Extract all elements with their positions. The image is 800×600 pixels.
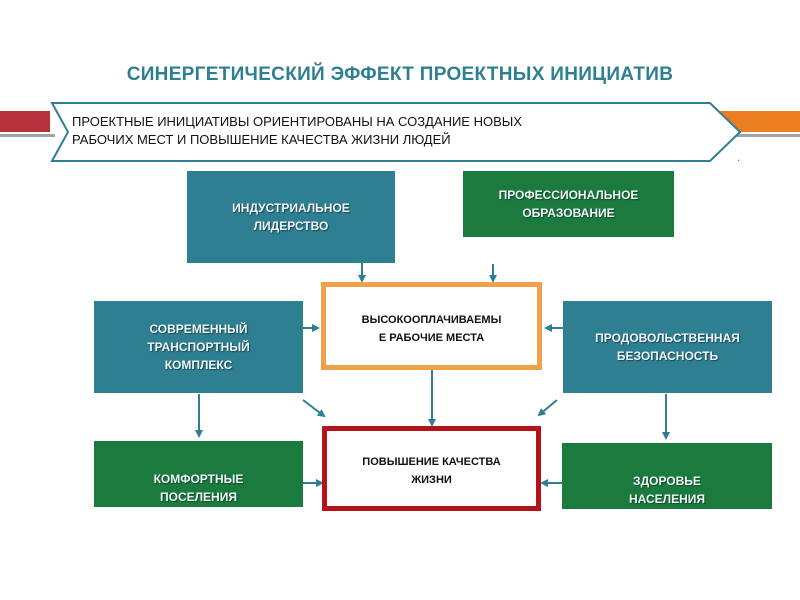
box-transport-line-1: СОВРЕМЕННЫЙ: [149, 322, 248, 336]
left-accent-line: [0, 134, 55, 137]
banner-line-2: РАБОЧИХ МЕСТ И ПОВЫШЕНИЕ КАЧЕСТВА ЖИЗНИ …: [72, 132, 451, 147]
box-jobs-line-2: Е РАБОЧИЕ МЕСТА: [378, 332, 485, 344]
box-industrial-leadership: ИНДУСТРИАЛЬНОЕ ЛИДЕРСТВО: [187, 171, 395, 263]
box-quality-of-life: ПОВЫШЕНИЕ КАЧЕСТВА ЖИЗНИ: [322, 426, 541, 511]
box-transport-line-2: ТРАНСПОРТНЫЙ: [147, 340, 250, 354]
box-food-line-2: БЕЗОПАСНОСТЬ: [616, 349, 719, 363]
box-industrial-line-2: ЛИДЕРСТВО: [253, 219, 329, 233]
box-quality-line-2: ЖИЗНИ: [411, 474, 452, 486]
banner-text: ПРОЕКТНЫЕ ИНИЦИАТИВЫ ОРИЕНТИРОВАНЫ НА СО…: [72, 113, 682, 149]
arrow-diag-left: [302, 399, 326, 418]
box-settlements-line-1: КОМФОРТНЫЕ: [153, 472, 244, 486]
box-modern-transport: СОВРЕМЕННЫЙ ТРАНСПОРТНЫЙ КОМПЛЕКС: [94, 301, 303, 393]
box-education-line-1: ПРОФЕССИОНАЛЬНОЕ: [498, 188, 639, 202]
box-industrial-line-1: ИНДУСТРИАЛЬНОЕ: [232, 201, 350, 215]
box-transport-line-3: КОМПЛЕКС: [164, 358, 233, 372]
box-education-line-2: ОБРАЗОВАНИЕ: [522, 206, 615, 220]
banner-line-1: ПРОЕКТНЫЕ ИНИЦИАТИВЫ ОРИЕНТИРОВАНЫ НА СО…: [72, 114, 522, 129]
arrow-diag-right: [537, 399, 558, 417]
slide-title: СИНЕРГЕТИЧЕСКИЙ ЭФФЕКТ ПРОЕКТНЫХ ИНИЦИАТ…: [126, 64, 674, 85]
box-health-line-1: ЗДОРОВЬЕ: [633, 474, 701, 488]
box-professional-education: ПРОФЕССИОНАЛЬНОЕ ОБРАЗОВАНИЕ: [463, 171, 674, 237]
box-settlements-line-2: ПОСЕЛЕНИЯ: [160, 490, 237, 504]
box-jobs-line-1: ВЫСОКООПЛАЧИВАЕМЫ: [361, 314, 502, 326]
banner-arrow-shape: [50, 102, 742, 162]
box-population-health: ЗДОРОВЬЕ НАСЕЛЕНИЯ: [562, 443, 772, 509]
left-accent-bar: [0, 111, 50, 132]
box-high-paid-jobs: ВЫСОКООПЛАЧИВАЕМЫ Е РАБОЧИЕ МЕСТА: [321, 282, 542, 370]
box-quality-line-1: ПОВЫШЕНИЕ КАЧЕСТВА: [362, 456, 501, 468]
box-health-line-2: НАСЕЛЕНИЯ: [628, 492, 706, 506]
right-accent-line: [700, 134, 800, 137]
box-comfortable-settlements: КОМФОРТНЫЕ ПОСЕЛЕНИЯ: [94, 441, 303, 507]
box-food-line-1: ПРОДОВОЛЬСТВЕННАЯ: [595, 331, 740, 345]
box-food-security: ПРОДОВОЛЬСТВЕННАЯ БЕЗОПАСНОСТЬ: [563, 301, 772, 393]
banner-dot: .: [737, 150, 741, 164]
